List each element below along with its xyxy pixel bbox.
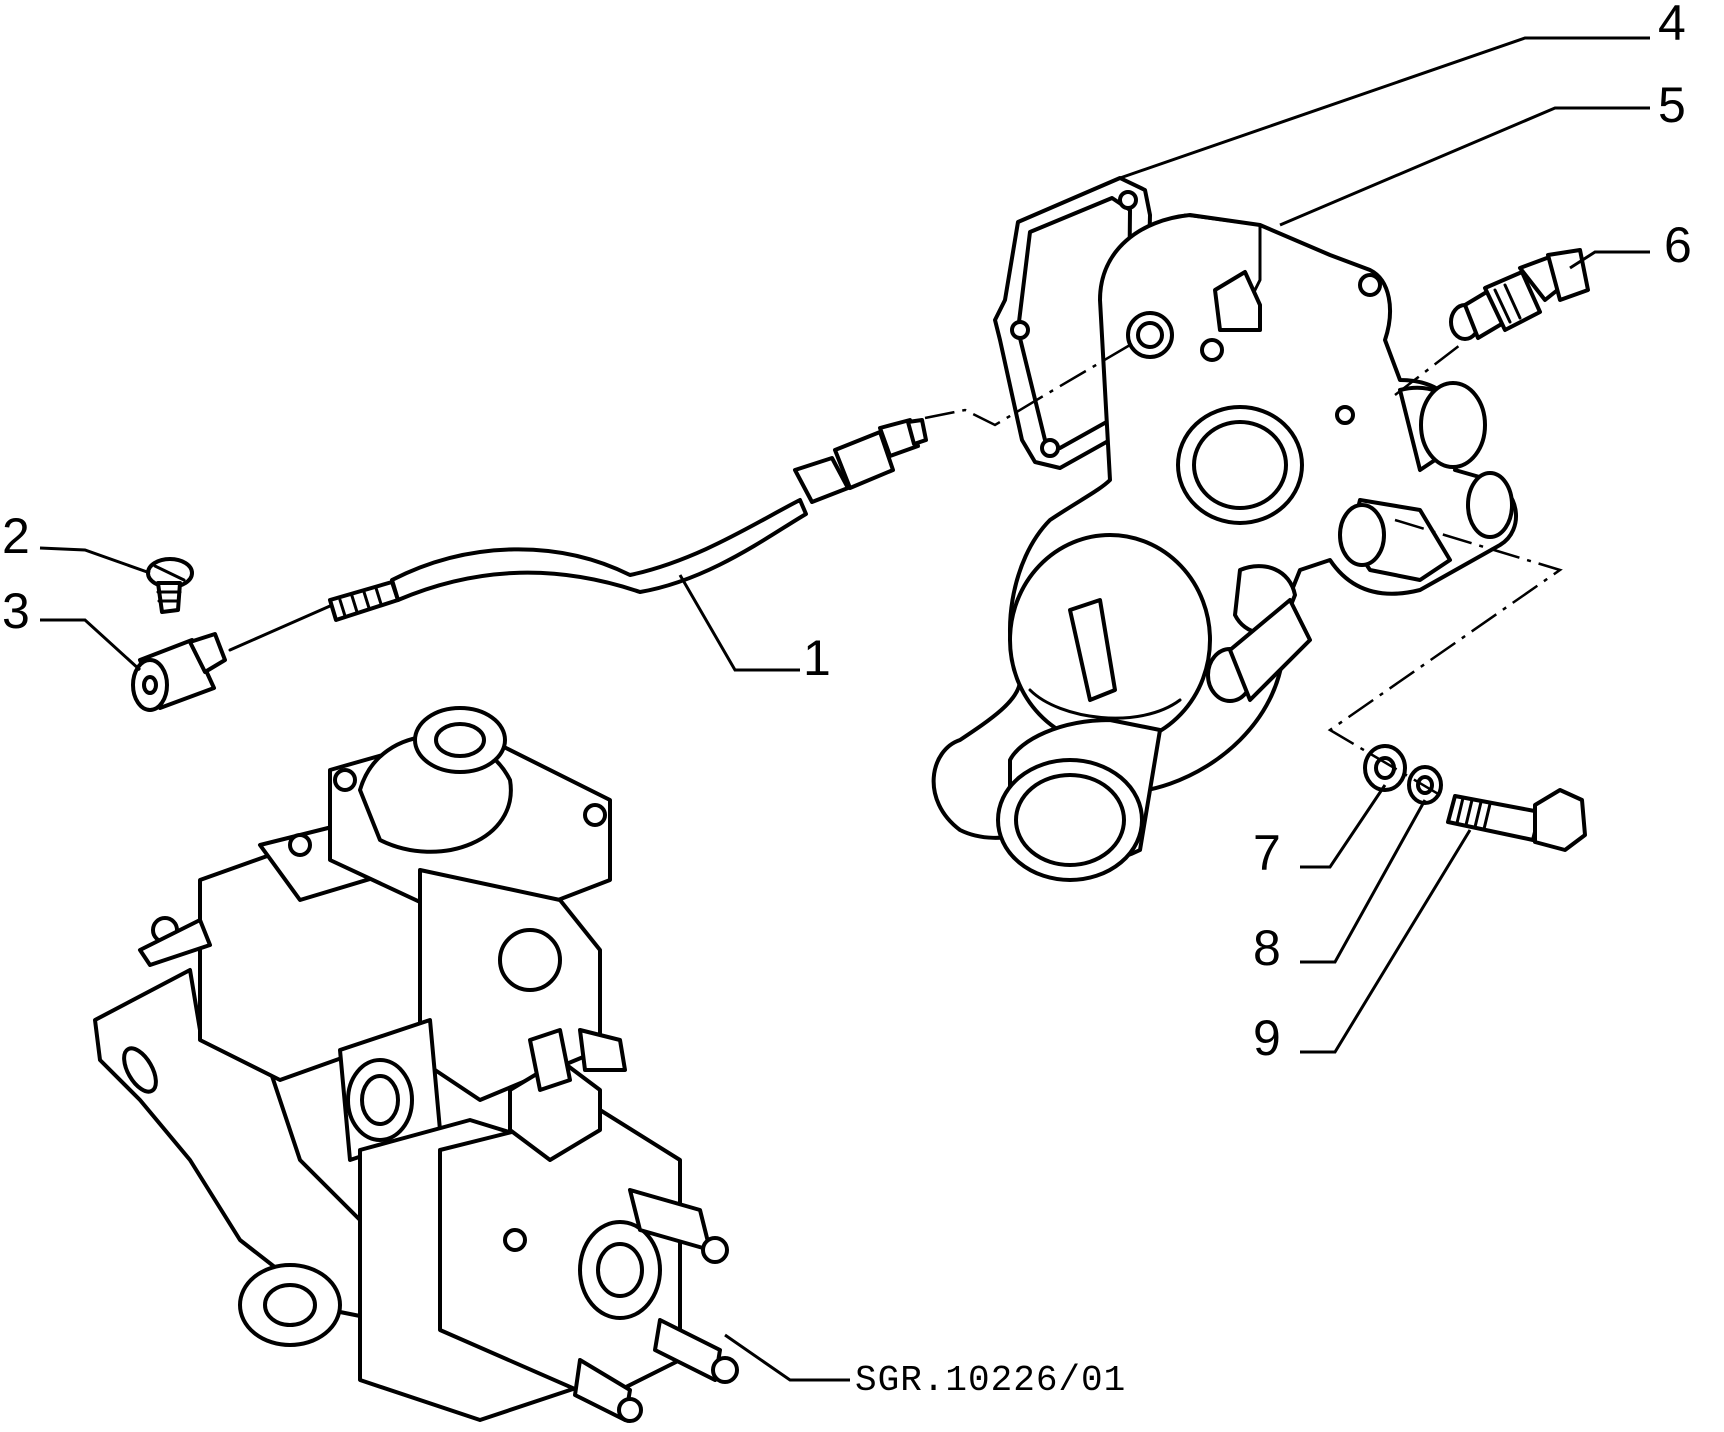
callout-7: 7 — [1253, 825, 1281, 881]
callout-2: 2 — [2, 508, 30, 564]
callout-3: 3 — [2, 583, 30, 639]
callout-6: 6 — [1664, 217, 1692, 273]
part-9-bolt[interactable] — [1446, 788, 1587, 852]
injection-pump — [93, 706, 739, 1423]
part-6-temperature-sensor[interactable] — [1449, 248, 1590, 341]
part-2-screw[interactable] — [146, 557, 194, 614]
part-3-sleeve[interactable] — [131, 632, 227, 712]
callout-9: 9 — [1253, 1010, 1281, 1066]
reference-code: SGR.10226/01 — [855, 1360, 1126, 1401]
part-5-thermostat-housing[interactable] — [931, 213, 1518, 882]
callout-4: 4 — [1658, 0, 1686, 51]
part-7-washer[interactable] — [1363, 744, 1407, 792]
assembly-axes — [924, 343, 1563, 797]
callout-1: 1 — [803, 630, 831, 686]
part-1-sensor-cable[interactable] — [228, 418, 928, 652]
leader-lines — [39, 36, 1650, 1382]
callout-5: 5 — [1658, 77, 1686, 133]
callout-8: 8 — [1253, 920, 1281, 976]
callout-labels: 1 2 3 4 5 6 7 8 9 SGR.10226/01 — [2, 0, 1692, 1401]
